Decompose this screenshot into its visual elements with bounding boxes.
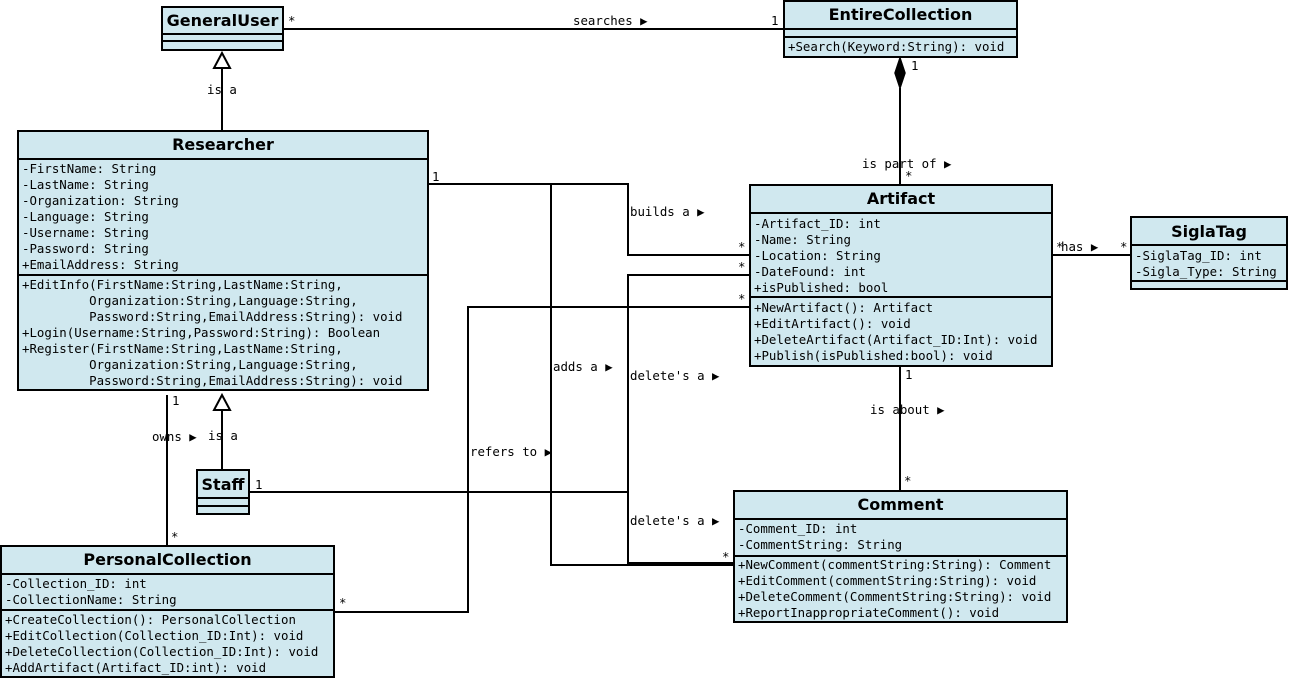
operation: +NewComment(commentString:String): Comme… bbox=[738, 557, 1051, 572]
is-part-of-part-mult: * bbox=[905, 168, 912, 183]
attribute: -CollectionName: String bbox=[5, 592, 177, 607]
builds-a-label: builds a ▶ bbox=[630, 204, 705, 219]
is-about-to-mult: * bbox=[904, 473, 911, 488]
operation: +Publish(isPublished:bool): void bbox=[754, 348, 993, 363]
class-general-user[interactable]: GeneralUser bbox=[161, 6, 284, 51]
attribute: +isPublished: bool bbox=[754, 280, 888, 295]
builds-a-to-mult: * bbox=[738, 239, 745, 254]
attribute: -Location: String bbox=[754, 248, 881, 263]
staff-is-a-label: is a bbox=[208, 428, 238, 443]
class-name: Staff bbox=[202, 475, 246, 494]
class-personal-collection[interactable]: PersonalCollection -Collection_ID: int -… bbox=[0, 545, 335, 678]
edge-deletes-artifact bbox=[627, 274, 750, 492]
class-name: Researcher bbox=[172, 135, 274, 154]
class-researcher[interactable]: Researcher -FirstName: String -LastName:… bbox=[17, 130, 429, 391]
refers-to-label: refers to ▶ bbox=[470, 444, 553, 459]
builds-a-from-mult: 1 bbox=[432, 169, 439, 184]
edge-adds-a bbox=[550, 184, 734, 566]
owns-label: owns ▶ bbox=[152, 429, 197, 444]
operation: +NewArtifact(): Artifact bbox=[754, 300, 933, 315]
class-name: EntireCollection bbox=[829, 5, 973, 24]
attribute: -Name: String bbox=[754, 232, 851, 247]
edge-deletes-comment bbox=[627, 492, 734, 564]
attribute: -SiglaTag_ID: int bbox=[1135, 248, 1262, 263]
deletes-comment-label: delete's a ▶ bbox=[630, 513, 720, 528]
operation: +ReportInappropriateComment(): void bbox=[738, 605, 999, 620]
attribute: -Password: String bbox=[22, 241, 149, 256]
operation: +EditCollection(Collection_ID:Int): void bbox=[5, 628, 303, 643]
generalization-arrowhead bbox=[212, 50, 232, 69]
class-name: Comment bbox=[858, 495, 944, 514]
deletes-artifact-label: delete's a ▶ bbox=[630, 368, 720, 383]
is-about-from-mult: 1 bbox=[905, 367, 912, 382]
attribute: -Collection_ID: int bbox=[5, 576, 147, 591]
generalization-arrowhead bbox=[212, 392, 232, 411]
operation: Organization:String,Language:String, bbox=[22, 293, 358, 308]
attribute: -Sigla_Type: String bbox=[1135, 264, 1277, 279]
attribute: -Artifact_ID: int bbox=[754, 216, 881, 231]
edges bbox=[166, 28, 1131, 613]
operation: +DeleteComment(CommentString:String): vo… bbox=[738, 589, 1051, 604]
class-entire-collection[interactable]: EntireCollection +Search(Keyword:String)… bbox=[783, 0, 1018, 58]
attribute: -Comment_ID: int bbox=[738, 521, 857, 536]
edge-builds-a bbox=[428, 183, 750, 256]
searches-label: searches ▶ bbox=[573, 13, 648, 28]
operation: Organization:String,Language:String, bbox=[22, 357, 358, 372]
adds-a-label: adds a ▶ bbox=[553, 359, 613, 374]
searches-from-mult: * bbox=[288, 13, 295, 28]
attribute: -Language: String bbox=[22, 209, 149, 224]
class-artifact[interactable]: Artifact -Artifact_ID: int -Name: String… bbox=[749, 184, 1053, 367]
class-staff[interactable]: Staff bbox=[196, 469, 250, 515]
refers-to-to-mult: * bbox=[738, 291, 745, 306]
operation: +AddArtifact(Artifact_ID:int): void bbox=[5, 660, 266, 675]
owns-to-mult: * bbox=[171, 529, 178, 544]
class-name: Artifact bbox=[867, 189, 936, 208]
attribute: -LastName: String bbox=[22, 177, 149, 192]
staff-link-from-mult: 1 bbox=[255, 477, 262, 492]
edge-labels: searches ▶ * 1 is a is a is part of ▶ 1 … bbox=[152, 13, 1127, 610]
is-part-of-whole-mult: 1 bbox=[911, 58, 918, 73]
operation: +EditArtifact(): void bbox=[754, 316, 911, 331]
operation: +EditInfo(FirstName:String,LastName:Stri… bbox=[22, 277, 343, 292]
edge-refers-to bbox=[334, 306, 750, 613]
attribute: -Username: String bbox=[22, 225, 149, 240]
composition-diamond bbox=[894, 55, 906, 91]
class-name: GeneralUser bbox=[167, 11, 279, 30]
owns-from-mult: 1 bbox=[172, 393, 179, 408]
class-name: PersonalCollection bbox=[83, 550, 251, 569]
deletes-comment-to-mult: * bbox=[722, 549, 729, 564]
class-sigla-tag[interactable]: SiglaTag -SiglaTag_ID: int -Sigla_Type: … bbox=[1130, 216, 1288, 290]
attribute: -CommentString: String bbox=[738, 537, 902, 552]
attribute: -DateFound: int bbox=[754, 264, 866, 279]
operation: +EditComment(commentString:String): void bbox=[738, 573, 1036, 588]
operation: +CreateCollection(): PersonalCollection bbox=[5, 612, 296, 627]
attribute: -Organization: String bbox=[22, 193, 179, 208]
operation: +DeleteArtifact(Artifact_ID:Int): void bbox=[754, 332, 1037, 347]
researcher-is-a-label: is a bbox=[207, 82, 237, 97]
has-from-mult: * bbox=[1056, 239, 1063, 254]
searches-to-mult: 1 bbox=[771, 13, 778, 28]
operation: +Search(Keyword:String): void bbox=[788, 39, 1004, 54]
class-name: SiglaTag bbox=[1171, 222, 1247, 241]
deletes-artifact-to-mult: * bbox=[738, 259, 745, 274]
attribute: +EmailAddress: String bbox=[22, 257, 179, 272]
refers-to-from-mult: * bbox=[339, 595, 346, 610]
operation: Password:String,EmailAddress:String): vo… bbox=[22, 309, 402, 324]
attribute: -FirstName: String bbox=[22, 161, 156, 176]
is-part-of-label: is part of ▶ bbox=[862, 156, 952, 171]
operation: +DeleteCollection(Collection_ID:Int): vo… bbox=[5, 644, 318, 659]
operation: +Register(FirstName:String,LastName:Stri… bbox=[22, 341, 343, 356]
has-to-mult: * bbox=[1120, 239, 1127, 254]
operation: Password:String,EmailAddress:String): vo… bbox=[22, 373, 402, 388]
is-about-label: is about ▶ bbox=[870, 402, 945, 417]
has-label: has ▶ bbox=[1061, 239, 1099, 254]
class-comment[interactable]: Comment -Comment_ID: int -CommentString:… bbox=[733, 490, 1068, 623]
operation: +Login(Username:String,Password:String):… bbox=[22, 325, 380, 340]
